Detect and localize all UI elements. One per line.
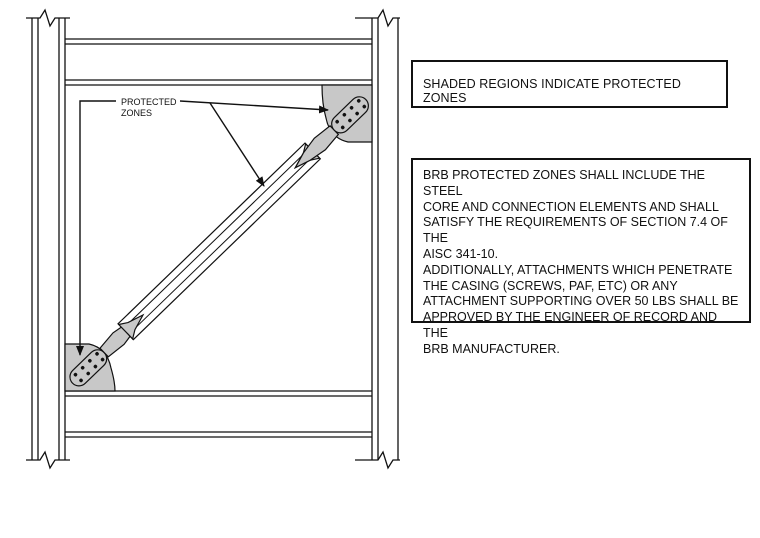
left-column-break-bottom [26,450,70,470]
note-line: BRB MANUFACTURER. [423,341,560,356]
note-protected-zones: SHADED REGIONS INDICATE PROTECTED ZONES [411,60,728,108]
brb-core-transition-top [293,125,340,170]
note-line: APPROVED BY THE ENGINEER OF RECORD AND T… [423,310,718,340]
brb-connection-lug-top [331,96,369,134]
bolt-group-top [335,99,367,130]
brb-frame-drawing: PROTECTED ZONES [26,8,400,470]
brb-brace [69,96,369,387]
right-column-break-bottom [355,450,400,470]
left-column [31,18,66,460]
note-protected-zones-text: SHADED REGIONS INDICATE PROTECTED ZONES [423,77,681,105]
note-line: ATTACHMENT SUPPORTING OVER 50 LBS SHALL … [423,294,739,309]
note-brb-requirements-text: BRB PROTECTED ZONES SHALL INCLUDE THE ST… [423,168,743,358]
note-line: ADDITIONALLY, ATTACHMENTS WHICH PENETRAT… [423,262,733,277]
note-line: AISC 341-10. [423,246,499,261]
bolt-group-bottom [73,352,105,383]
note-line: SATISFY THE REQUIREMENTS OF SECTION 7.4 … [423,215,728,246]
note-line: THE CASING (SCREWS, PAF, ETC) OR ANY [423,278,678,293]
callout-label-line2: ZONES [121,108,152,118]
top-beam [65,38,372,86]
bottom-beam [65,390,372,438]
note-line: BRB PROTECTED ZONES SHALL INCLUDE THE ST… [423,168,706,198]
note-line: CORE AND CONNECTION ELEMENTS AND SHALL [423,199,719,214]
callout-label-line1: PROTECTED [121,97,177,107]
brb-casing [117,142,322,341]
leader-line-to-top-zone [179,100,329,114]
leader-line-to-bottom-zone [76,100,116,356]
leader-line-to-casing [209,102,265,187]
callout-leader-lines [76,100,329,356]
note-brb-requirements: BRB PROTECTED ZONES SHALL INCLUDE THE ST… [411,158,751,356]
right-column-break-top [355,8,400,28]
left-column-break-top [26,8,70,28]
right-column [371,18,399,460]
